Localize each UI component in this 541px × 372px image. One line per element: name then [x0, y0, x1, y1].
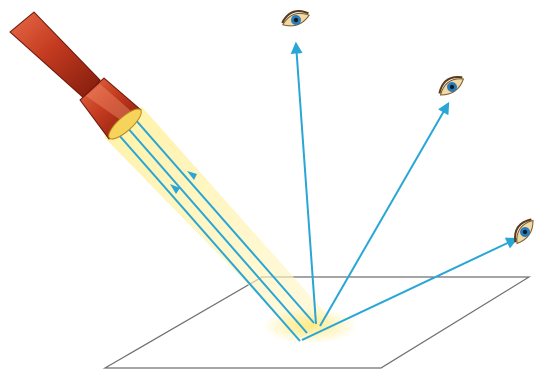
incident-ray-3 — [134, 118, 314, 323]
reflected-ray-1 — [296, 44, 316, 324]
reflected-rays — [296, 44, 516, 340]
reflected-ray-2 — [320, 104, 448, 326]
eye-middle-icon — [436, 72, 467, 99]
incident-ray-1 — [118, 134, 300, 341]
incident-ray-2 — [126, 126, 307, 333]
flashlight-handle — [10, 12, 100, 100]
flashlight — [10, 12, 145, 143]
eye-top-icon — [280, 7, 311, 29]
reflected-ray-3 — [302, 239, 516, 340]
eye-lower-icon — [510, 216, 537, 247]
incident-rays — [118, 118, 314, 341]
